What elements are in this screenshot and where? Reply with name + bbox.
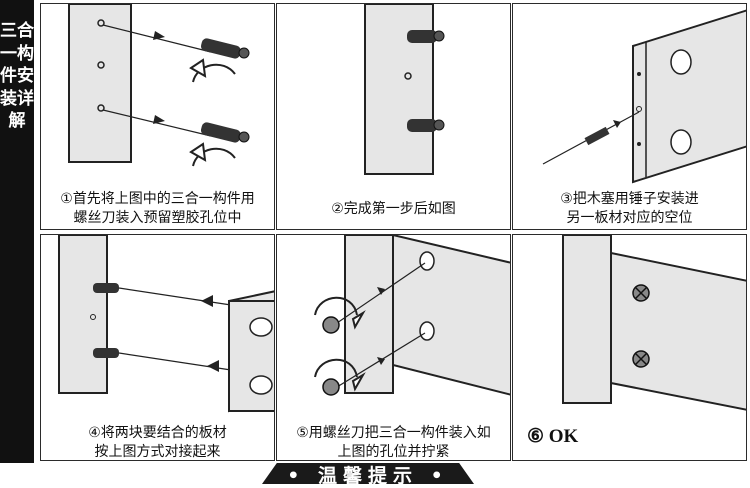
step-panel-4: ④将两块要结合的板材 按上图方式对接起来 bbox=[40, 234, 275, 461]
step-2-caption-line-1: ②完成第一步后如图 bbox=[331, 201, 456, 217]
step-panel-1: ①首先将上图中的三合一构件用 螺丝刀装入预留塑胶孔位中 bbox=[40, 3, 275, 230]
step-3-illustration bbox=[542, 9, 746, 184]
step-5-caption-line-1: ⑤用螺丝刀把三合一构件装入如 bbox=[296, 425, 491, 441]
step-6-caption: ⑥ OK bbox=[527, 426, 579, 447]
step-3-caption-line-2: 另一板材对应的空位 bbox=[566, 210, 693, 226]
step-4-illustration bbox=[58, 235, 274, 413]
sidebar-title: 三合一构件安装详解 bbox=[0, 21, 34, 131]
step-panel-3: ③把木塞用锤子安装进 另一板材对应的空位 bbox=[512, 3, 747, 230]
step-5-caption-line-2: 上图的孔位并拧紧 bbox=[337, 444, 450, 460]
step-6-illustration bbox=[562, 235, 746, 411]
step-1-illustration bbox=[68, 4, 250, 167]
footer-banner-text: • 温馨提示 • bbox=[287, 465, 449, 487]
sidebar: 三合一构件安装详解 bbox=[0, 0, 34, 463]
step-panel-5: ⑤用螺丝刀把三合一构件装入如 上图的孔位并拧紧 bbox=[276, 234, 511, 461]
step-4-caption-line-1: ④将两块要结合的板材 bbox=[88, 425, 227, 441]
step-1-caption-line-2: 螺丝刀装入预留塑胶孔位中 bbox=[73, 210, 242, 226]
step-3-caption-line-1: ③把木塞用锤子安装进 bbox=[560, 191, 699, 207]
step-2-illustration bbox=[364, 4, 445, 175]
step-1-caption-line-1: ①首先将上图中的三合一构件用 bbox=[60, 191, 255, 207]
step-4-caption-line-2: 按上图方式对接起来 bbox=[94, 444, 221, 460]
step-panel-6: ⑥ OK bbox=[512, 234, 747, 461]
step-5-illustration bbox=[314, 235, 510, 396]
footer-banner: • 温馨提示 • bbox=[262, 463, 474, 484]
step-panel-2: ②完成第一步后如图 bbox=[276, 3, 511, 230]
